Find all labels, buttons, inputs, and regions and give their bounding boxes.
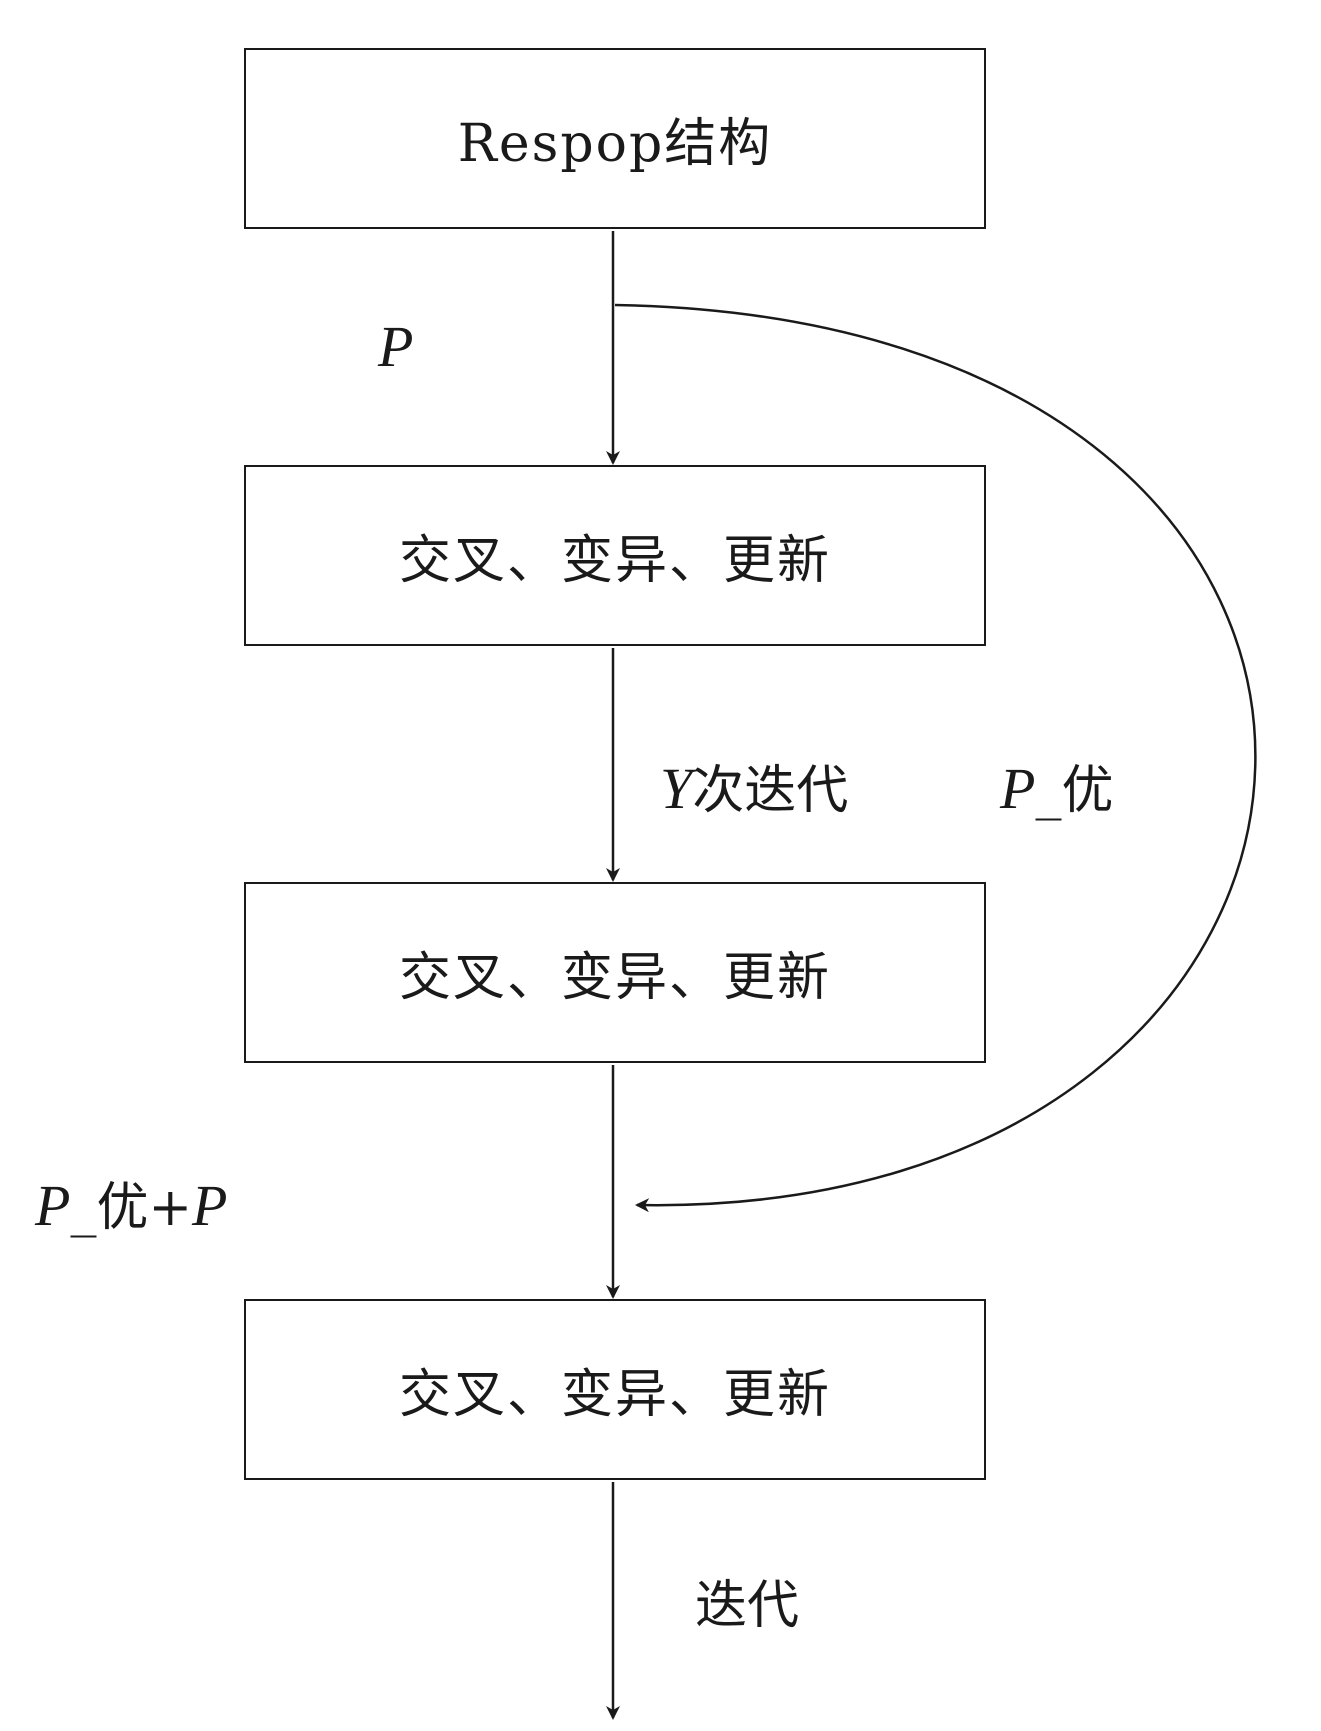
box-crossover-mutation-update-2: 交叉、变异、更新 [244,882,986,1063]
box-respop-structure: Respop结构 [244,48,986,229]
box-respop-structure-label: Respop结构 [457,114,773,174]
label-merge-var1: P [35,1173,71,1238]
label-merge-text: _优+ [70,1178,193,1238]
box-2-label: 交叉、变异、更新 [398,948,831,1008]
label-p-best-text: _优 [1035,761,1114,821]
box-1-label: 交叉、变异、更新 [398,531,831,591]
curved-bypass-arrow [614,303,1257,1213]
label-p-var: P [378,314,414,379]
label-merge-var2: P [192,1173,228,1238]
label-iterate-text: 迭代 [695,1576,800,1636]
label-y-var: Y [660,756,693,821]
label-y-text: 次迭代 [692,761,849,821]
label-p-best-var: P [1000,756,1036,821]
label-y-iterations: Y次迭代 [660,748,848,823]
label-p-best: P_优 [1000,748,1113,823]
label-iterate: 迭代 [695,1563,799,1638]
label-p: P [378,313,413,380]
label-p-best-plus-p: P_优+P [35,1165,227,1240]
box-3-label: 交叉、变异、更新 [398,1365,831,1425]
box-crossover-mutation-update-3: 交叉、变异、更新 [244,1299,986,1480]
box-crossover-mutation-update-1: 交叉、变异、更新 [244,465,986,646]
